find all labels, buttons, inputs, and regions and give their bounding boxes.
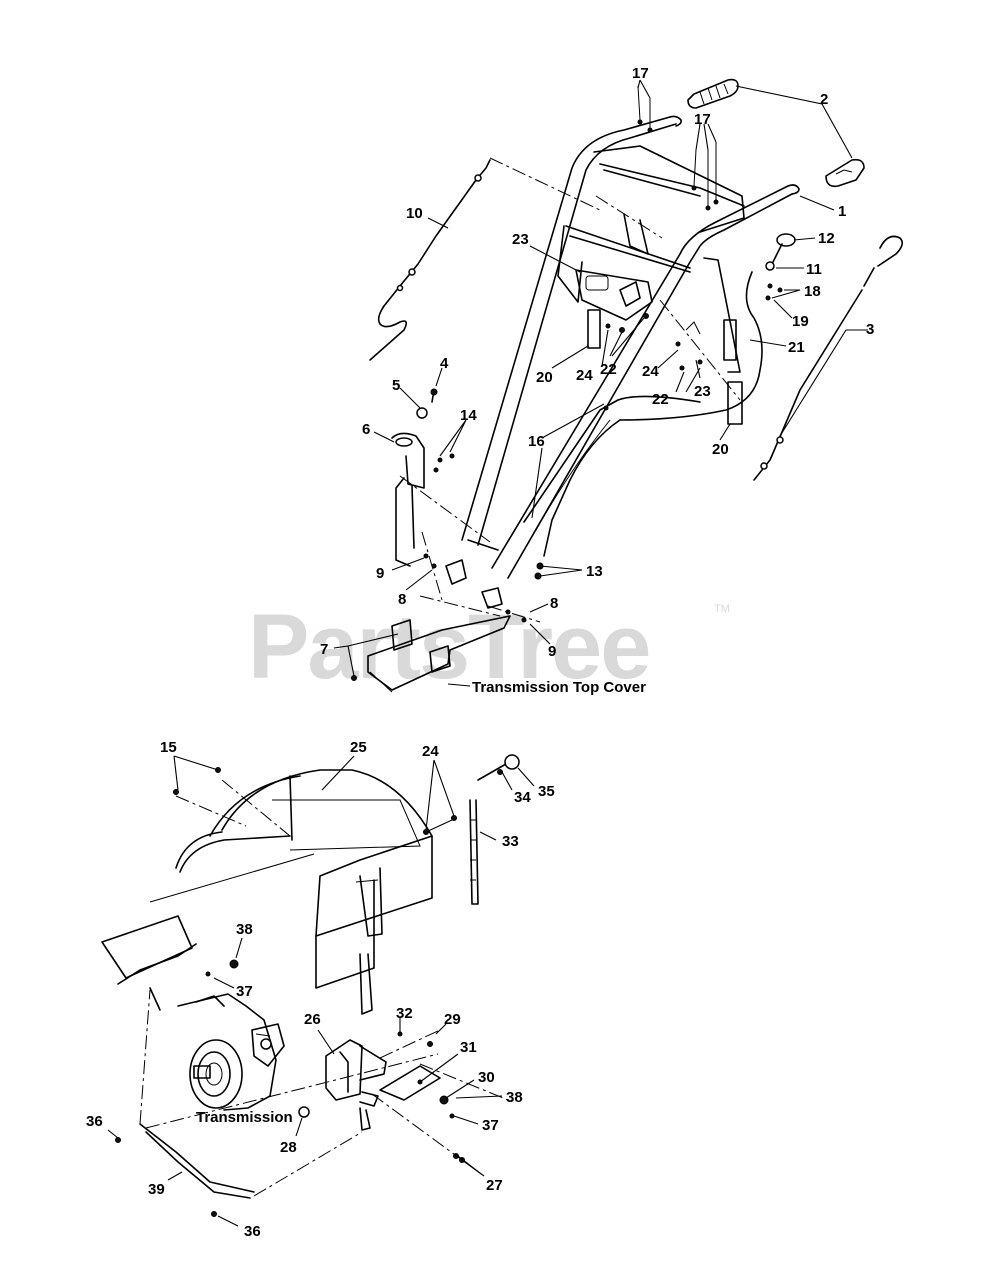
- callout-37: 37: [482, 1117, 499, 1134]
- callout-29: 29: [444, 1011, 461, 1028]
- callout-labels: 17 2 17 1 12 11 18 19 3 21 10 23 20 24 2…: [86, 65, 874, 1240]
- callout-15: 15: [160, 739, 177, 756]
- callout-37: 37: [236, 983, 253, 1000]
- leader-lines: [107, 79, 868, 1227]
- tine-shield-assembly: [101, 754, 520, 1199]
- hand-grip: [687, 78, 865, 188]
- callout-9: 9: [548, 643, 556, 660]
- callout-22: 22: [652, 391, 669, 408]
- callout-22: 22: [600, 361, 617, 378]
- callout-19: 19: [792, 313, 809, 330]
- callout-24: 24: [642, 363, 659, 380]
- throttle-cable: [753, 235, 904, 481]
- callout-28: 28: [280, 1139, 297, 1156]
- callout-1: 1: [838, 203, 846, 220]
- callout-24: 24: [576, 367, 593, 384]
- caption-transmission: Transmission: [196, 1109, 293, 1126]
- watermark: PartsTree: [248, 596, 649, 698]
- callout-20: 20: [712, 441, 729, 458]
- callout-38: 38: [236, 921, 253, 938]
- callout-14: 14: [460, 407, 477, 424]
- callout-5: 5: [392, 377, 400, 394]
- cable-10: [369, 159, 491, 361]
- callout-23: 23: [694, 383, 711, 400]
- callout-6: 6: [362, 421, 370, 438]
- callout-12: 12: [818, 230, 835, 247]
- callout-21: 21: [788, 339, 805, 356]
- callout-17: 17: [694, 111, 711, 128]
- callout-26: 26: [304, 1011, 321, 1028]
- callout-13: 13: [586, 563, 603, 580]
- callout-7: 7: [320, 641, 328, 658]
- shift-bracket: [391, 388, 455, 567]
- handle-assembly: [445, 115, 800, 609]
- transmission-top-cover: [351, 553, 527, 693]
- callout-18: 18: [804, 283, 821, 300]
- callout-39: 39: [148, 1181, 165, 1198]
- assembly-lines-upper: [399, 157, 741, 623]
- callout-23: 23: [512, 231, 529, 248]
- watermark-trademark: TM: [714, 603, 730, 615]
- callout-10: 10: [406, 205, 423, 222]
- caption-transmission-top-cover: Transmission Top Cover: [472, 679, 646, 696]
- callout-16: 16: [528, 433, 545, 450]
- callout-20: 20: [536, 369, 553, 386]
- callout-34: 34: [514, 789, 531, 806]
- callout-36: 36: [244, 1223, 261, 1240]
- callout-8: 8: [550, 595, 558, 612]
- callout-31: 31: [460, 1039, 477, 1056]
- cable-21: [543, 271, 763, 557]
- callout-35: 35: [538, 783, 555, 800]
- callout-32: 32: [396, 1005, 413, 1022]
- callout-36: 36: [86, 1113, 103, 1130]
- callout-27: 27: [486, 1177, 503, 1194]
- callout-8: 8: [398, 591, 406, 608]
- callout-38: 38: [506, 1089, 523, 1106]
- callout-25: 25: [350, 739, 367, 756]
- callout-24: 24: [422, 743, 439, 760]
- callout-33: 33: [502, 833, 519, 850]
- callout-4: 4: [440, 355, 449, 372]
- callout-11: 11: [806, 261, 822, 278]
- control-lever: [765, 233, 796, 301]
- callout-2: 2: [820, 91, 828, 108]
- assembly-lines-lower: [139, 779, 509, 1197]
- handle-hardware: [534, 85, 719, 580]
- callout-17: 17: [632, 65, 649, 82]
- callout-30: 30: [478, 1069, 495, 1086]
- callout-3: 3: [866, 321, 874, 338]
- callout-9: 9: [376, 565, 384, 582]
